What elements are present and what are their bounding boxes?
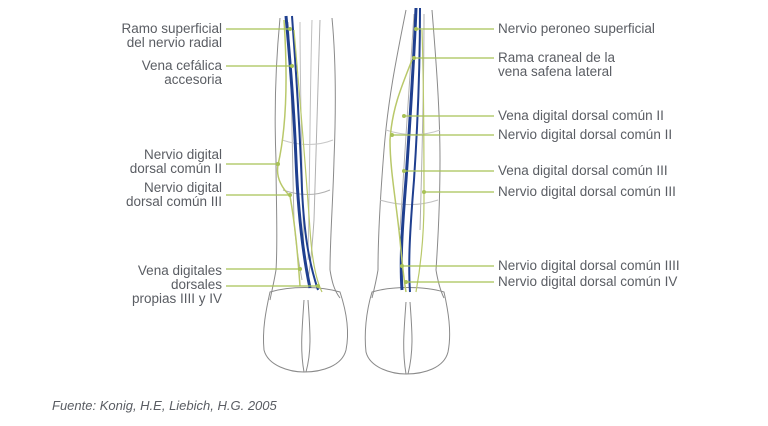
- leader-lines: [226, 28, 494, 287]
- label-nervio-digital-dorsal-comun-ii-right: Nervio digital dorsal común II: [498, 127, 673, 142]
- label-nervio-digital-dorsal-comun-iii: Nervio digital dorsal común III: [125, 180, 222, 209]
- label-venas-digitales-dorsales-propias: Vena digitales dorsales propias IIII y I…: [131, 263, 222, 306]
- label-nervio-digital-dorsal-comun-iv: Nervio digital dorsal común IV: [498, 274, 678, 289]
- leader-dots: [276, 27, 426, 288]
- label-vena-digital-dorsal-comun-iii: Vena digital dorsal común III: [498, 163, 668, 178]
- right-limb-vessels: [389, 7, 425, 293]
- label-vena-digital-dorsal-comun-ii: Vena digital dorsal común II: [498, 108, 664, 123]
- label-ramo-superficial-nervio-radial: Ramo superficial del nervio radial: [121, 21, 222, 50]
- label-nervio-peroneo-superficial: Nervio peroneo superficial: [498, 21, 655, 36]
- label-nervio-digital-dorsal-comun-iiii: Nervio digital dorsal común IIII: [498, 258, 680, 273]
- label-vena-cefalica-accesoria: Vena cefálica accesoria: [141, 58, 222, 87]
- label-nervio-digital-dorsal-comun-iii-right: Nervio digital dorsal común III: [498, 184, 676, 199]
- label-nervio-digital-dorsal-comun-ii: Nervio digital dorsal común II: [129, 147, 222, 176]
- label-rama-craneal-vena-safena-lateral: Rama craneal de la vena safena lateral: [498, 50, 616, 79]
- left-limb-vessels: [276, 15, 323, 293]
- source-citation: Fuente: Konig, H.E, Liebich, H.G. 2005: [52, 398, 277, 413]
